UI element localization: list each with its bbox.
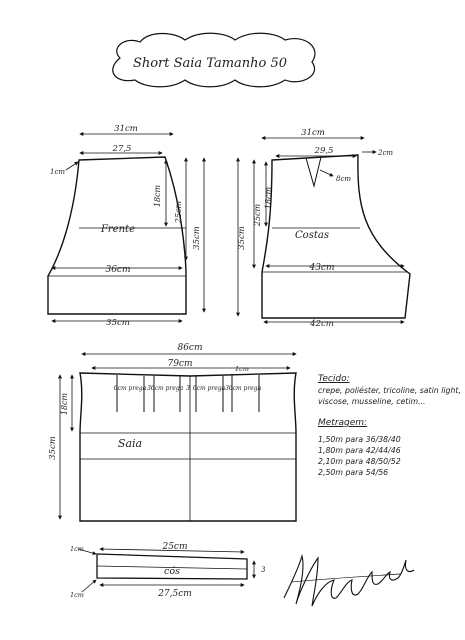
yardage-row: 2,50m para 54/56 [318,468,389,477]
fold-label-5: 6cm prega [193,385,226,392]
skirt-name: Saia [118,437,142,450]
skirt-pleat-lines [116,375,260,412]
yardage-row: 1,50m para 36/38/40 [318,435,401,444]
waistband-piece [96,553,248,580]
front-total-height: 35cm [192,226,202,250]
fold-label-1: 6cm prega [114,385,147,392]
fabric-heading: Tecido: [318,374,350,384]
skirt-top-width: 86cm [177,343,202,353]
yardage-heading: Metragem: [318,418,368,428]
skirt-offset: 1cm [235,365,249,373]
back-hem-width: 42cm [309,319,334,329]
back-side-height: 25cm [253,203,262,227]
yardage-row: 1,80m para 42/44/46 [318,446,401,455]
front-side-height: 25cm [174,200,183,224]
fold-label-7: 6cm prega [229,385,262,392]
skirt-piece [79,372,297,522]
back-piece [261,154,411,319]
front-hip-width: 36cm [105,265,130,275]
title-cloud: Short Saia Tamanho 50 [112,32,316,88]
waistband-height: 3 [261,566,266,574]
back-labels: 31cm 29,5 2cm 8cm 18cm 25cm 35cm Costas … [237,128,393,329]
back-hip-width: 43cm [308,263,334,273]
waistband-bottom-width: 27,5cm [157,589,192,599]
front-dimensions [51,132,206,323]
title: Short Saia Tamanho 50 [133,56,287,71]
waistband-labels: 25cm cós 27,5cm 1cm 1cm 3 [70,542,266,599]
yardage-row: 2,10m para 48/50/52 [318,457,401,466]
waistband-top-width: 25cm [161,542,187,552]
front-hem-width: 35cm [106,318,130,328]
back-dimensions [236,136,405,324]
skirt-labels: 86cm 79cm 1cm 18cm 35cm Saia [48,343,249,460]
front-inner-height: 18cm [153,184,162,207]
back-dart-width: 2cm [377,149,393,157]
fold-label-6: 3 [225,385,229,392]
waistband-name: cós [164,566,180,577]
front-name: Frente [100,224,135,235]
fabric-notes: Tecido: crepe, poliéster, tricoline, sat… [318,373,464,478]
back-total-height: 35cm [237,226,247,250]
signature [283,553,415,607]
fabric-list: crepe, poliéster, tricoline, satin light… [318,386,461,406]
front-top-width: 31cm [114,124,138,134]
fold-label-3: 6cm prega [151,385,184,392]
back-name: Costas [295,230,329,241]
front-left-offset: 1cm [50,168,65,176]
back-dart-depth: 8cm [336,175,351,183]
waistband-left-top: 1cm [70,545,84,553]
fold-label-4: 3 [186,385,190,392]
skirt-fold-labels: 6cm prega 3 6cm prega 3 6cm prega 3 6cm … [114,385,262,392]
fold-label-2: 3 [147,385,151,392]
back-top-width: 31cm [301,128,325,138]
front-piece [47,156,187,315]
waistband-left-bottom: 1cm [70,591,84,599]
skirt-waist-width: 79cm [167,359,192,369]
back-inner-height: 18cm [264,186,273,209]
skirt-total-height: 35cm [48,436,58,460]
skirt-dimensions [58,352,297,520]
back-waist-width: 29,5 [314,146,334,156]
skirt-inner-height: 18cm [60,392,69,415]
waistband-dimensions [77,547,256,593]
front-labels: 31cm 27,5 1cm 18cm 25cm 35cm Frente 36cm… [50,124,202,328]
front-waist-width: 27,5 [112,144,132,154]
